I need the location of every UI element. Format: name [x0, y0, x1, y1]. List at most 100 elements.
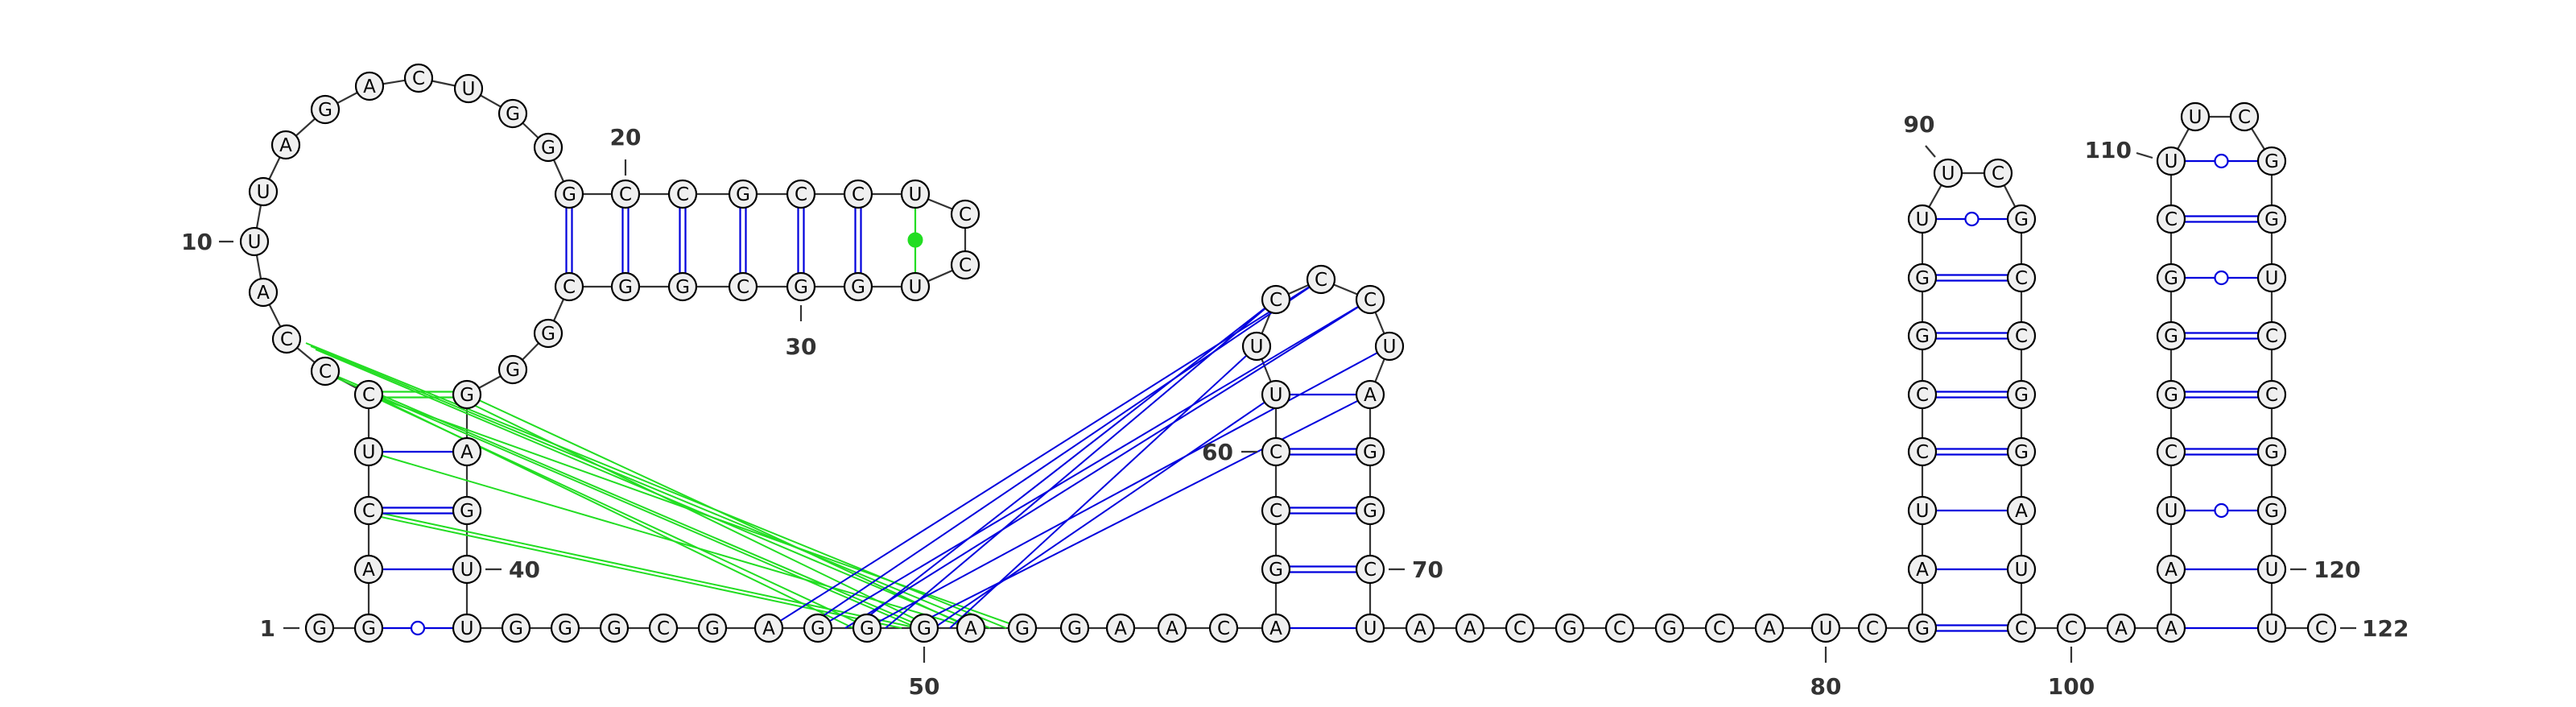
nucleotide-circle: [533, 318, 564, 349]
nucleotide-letter: G: [460, 385, 474, 406]
nucleotide: G: [667, 271, 698, 302]
nucleotide-letter: C: [1269, 290, 1282, 311]
nucleotide: A: [270, 130, 301, 160]
nucleotide-circle: [2056, 613, 2087, 643]
nucleotide: G: [1907, 613, 1938, 643]
nucleotide-circle: [2256, 320, 2287, 351]
nucleotide-letter: G: [506, 104, 520, 125]
nucleotide: C: [353, 379, 384, 410]
nucleotide-letter: A: [964, 618, 977, 639]
nucleotide-circle: [1405, 613, 1435, 643]
nucleotide: U: [2156, 146, 2186, 176]
nucleotide: G: [803, 613, 833, 643]
base-pair-marker: [2214, 502, 2229, 519]
nucleotide-letter: U: [257, 182, 270, 203]
nucleotide: C: [1261, 284, 1291, 315]
nucleotide-circle: [852, 613, 882, 643]
nucleotide: U: [453, 73, 484, 104]
position-label-10: 10: [181, 229, 213, 255]
nucleotide: U: [2156, 495, 2186, 526]
position-label-1: 1: [260, 615, 275, 642]
nucleotide-letter: U: [362, 442, 376, 463]
nucleotide-letter: C: [1217, 618, 1230, 639]
nucleotide-circle: [843, 271, 873, 302]
nucleotide-letter: U: [909, 184, 923, 205]
nucleotide: U: [2256, 613, 2287, 643]
nucleotide-circle: [1355, 379, 1385, 410]
nucleotide: U: [2256, 554, 2287, 585]
nucleotide: A: [1907, 554, 1938, 585]
nucleotide: C: [1604, 613, 1635, 643]
nucleotide-letter: C: [1513, 618, 1526, 639]
nucleotide-circle: [786, 271, 816, 302]
nucleotide-letter: U: [1916, 501, 1930, 522]
pseudoknot-line: [949, 345, 1257, 629]
nucleotide-circle: [2156, 495, 2186, 526]
nucleotide-letter: U: [1916, 209, 1930, 230]
nucleotide: U: [900, 179, 931, 209]
pseudoknot-line: [368, 394, 1023, 629]
nucleotide-circle: [2006, 495, 2037, 526]
nucleotide-letter: C: [657, 618, 670, 639]
nucleotide-letter: G: [361, 618, 376, 639]
nucleotide-circle: [452, 436, 482, 467]
nucleotide-letter: U: [1942, 163, 1955, 184]
nucleotide: C: [353, 495, 384, 526]
nucleotide-letter: G: [460, 501, 474, 522]
position-label-30: 30: [786, 333, 817, 360]
nucleotide: G: [1007, 613, 1038, 643]
nucleotide-circle: [1355, 284, 1385, 315]
nucleotide-circle: [1907, 204, 1938, 234]
nucleotide-circle: [353, 436, 384, 467]
nucleotide: G: [497, 98, 528, 129]
nucleotide-circle: [667, 271, 698, 302]
nucleotide-circle: [1355, 436, 1385, 467]
nucleotide-letter: C: [1866, 618, 1879, 639]
pseudoknot-line: [909, 394, 1371, 629]
nucleotide: A: [1157, 613, 1187, 643]
nucleotide-circle: [900, 179, 931, 209]
nucleotide-letter: C: [2265, 326, 2278, 347]
nucleotide-letter: C: [362, 385, 375, 406]
position-label-120: 120: [2314, 556, 2360, 583]
nucleotide: U: [2180, 101, 2211, 132]
nucleotide-letter: G: [705, 618, 720, 639]
nucleotide-circle: [1983, 158, 2013, 188]
nucleotide-circle: [2229, 101, 2260, 132]
nucleotide-circle: [2006, 436, 2037, 467]
nucleotide-circle: [1261, 284, 1291, 315]
nucleotide-letter: G: [794, 277, 808, 298]
nucleotide-letter: C: [619, 184, 632, 205]
nucleotide-letter: G: [558, 618, 572, 639]
nucleotide-letter: A: [363, 76, 376, 97]
nucleotide-circle: [950, 250, 980, 280]
nucleotide-letter: C: [2265, 385, 2278, 406]
nucleotide: A: [1455, 613, 1485, 643]
nucleotide-letter: G: [318, 100, 332, 121]
nucleotide-circle: [2256, 263, 2287, 293]
nucleotide-circle: [1857, 613, 1888, 643]
nucleotide: G: [353, 613, 384, 643]
nucleotide-circle: [2256, 379, 2287, 410]
nucleotide: U: [353, 436, 384, 467]
nucleotide-circle: [354, 71, 385, 101]
nucleotide-letter: U: [1364, 618, 1377, 639]
nucleotide-letter: G: [1363, 501, 1377, 522]
pseudoknot-line: [373, 515, 902, 629]
base-pair-marker: [907, 232, 923, 248]
nucleotide-circle: [2156, 320, 2186, 351]
nucleotide: G: [497, 354, 528, 385]
nucleotide-letter: C: [1364, 290, 1377, 311]
nucleotide: G: [599, 613, 630, 643]
nucleotide-letter: G: [2014, 385, 2029, 406]
nucleotide-letter: G: [2164, 385, 2178, 406]
pseudoknot-line: [804, 279, 1322, 629]
nucleotide-circle: [2256, 204, 2287, 234]
nucleotide-circle: [1261, 436, 1291, 467]
nucleotide: C: [2006, 613, 2037, 643]
nucleotide-circle: [2006, 379, 2037, 410]
nucleotide-letter: G: [675, 277, 690, 298]
nucleotide-letter: A: [257, 283, 270, 304]
nucleotide-letter: G: [2264, 501, 2279, 522]
